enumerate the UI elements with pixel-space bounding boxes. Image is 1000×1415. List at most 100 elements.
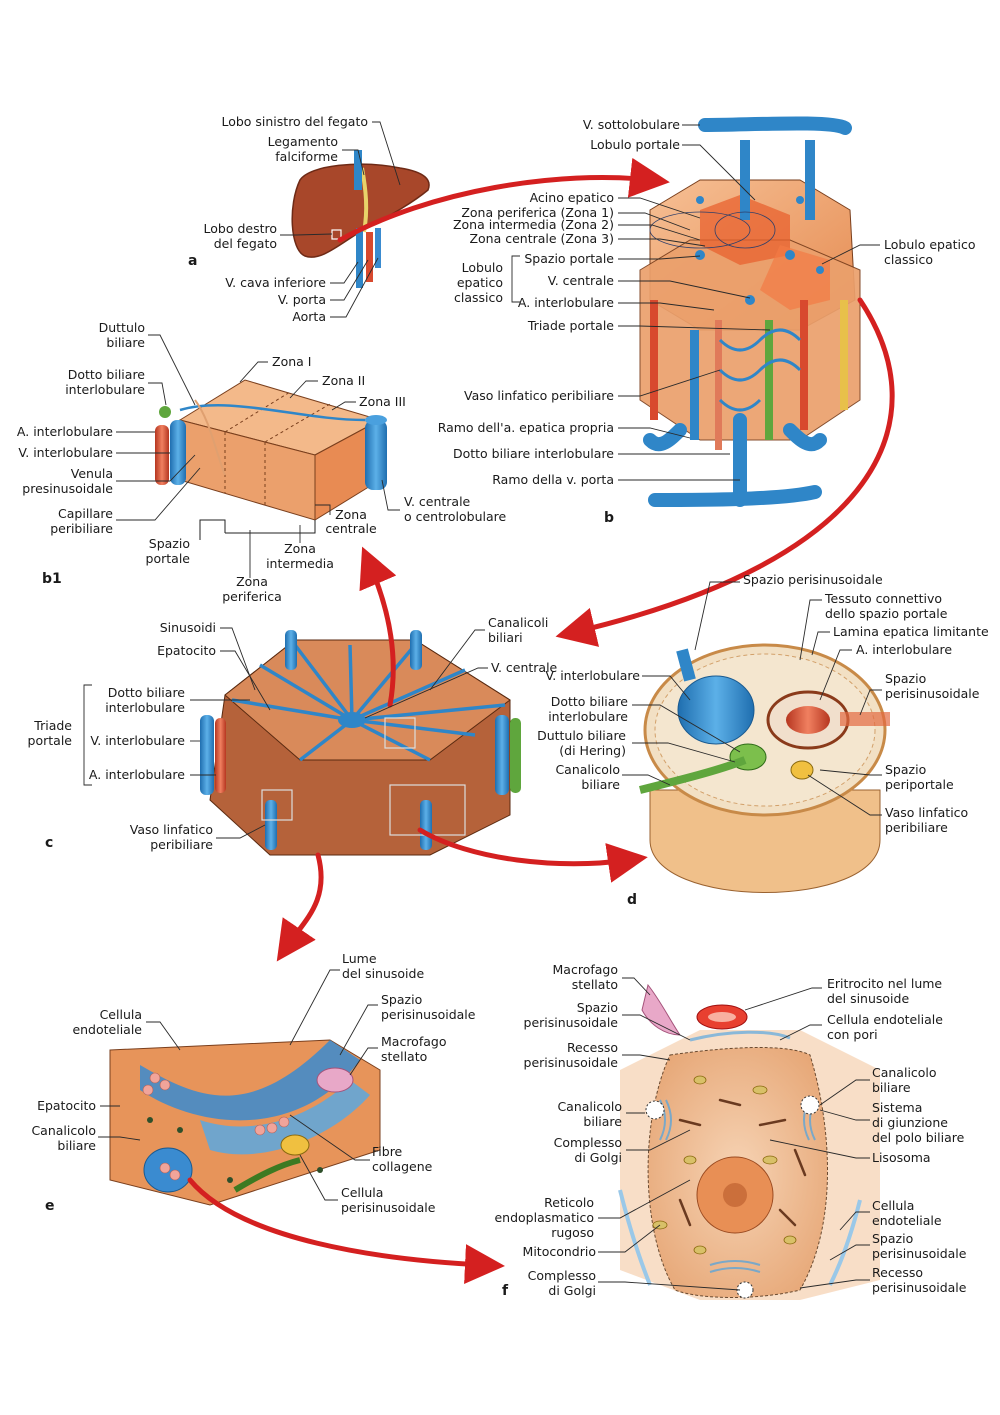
arrow-c-to-d (417, 827, 648, 883)
label-canalicolo-e-1: Canalicolo (31, 1123, 96, 1138)
label-v-centrale-b1-1: V. centrale (404, 494, 471, 509)
aorta-vessel (366, 232, 373, 282)
label-dotto-d-2: interlobulare (548, 709, 628, 724)
connector-arrows (187, 157, 895, 1285)
label-spazio-peri-d-2: perisinusoidale (885, 686, 980, 701)
label-zona-i: Zona I (272, 354, 311, 369)
label-lobulo-classico-2: epatico (457, 275, 503, 290)
label-zona-intermedia-1: Zona (284, 541, 316, 556)
panel-f-hepatocyte (618, 983, 880, 1300)
label-zona-periferica-1: Zona (236, 574, 268, 589)
label-duttulo-d-1: Duttulo biliare (537, 728, 626, 743)
label-v-centrale-c: V. centrale (491, 660, 558, 675)
selection-box-a (331, 229, 342, 240)
panel-b-lobules (639, 116, 861, 507)
label-zona-periferica-2: periferica (222, 589, 281, 604)
label-cava: V. cava inferiore (225, 275, 326, 290)
label-reticolo-3: rugoso (551, 1225, 594, 1240)
label-legamento-2: falciforme (275, 149, 338, 164)
label-dotto-biliare-b: Dotto biliare interlobulare (453, 446, 614, 461)
label-ramo-porta: Ramo della v. porta (492, 472, 614, 487)
portal-vein-vessel (375, 228, 381, 268)
label-sinusoidi: Sinusoidi (160, 620, 216, 635)
label-dotto-b1-2: interlobulare (65, 382, 145, 397)
label-sottolobulare: V. sottolobulare (583, 117, 680, 132)
vena-cava-top (354, 150, 362, 190)
label-endo-pori-2: con pori (827, 1027, 878, 1042)
label-epatocito-e: Epatocito (37, 1098, 96, 1113)
label-legamento-1: Legamento (268, 134, 338, 149)
label-lobulo-epatico-1: Lobulo epatico (884, 237, 976, 252)
label-vaso-d-2: peribiliare (885, 820, 948, 835)
label-lobulo-portale: Lobulo portale (590, 137, 680, 152)
label-v-centrale-b1-2: o centrolobulare (404, 509, 506, 524)
label-spazio-top-f-2: perisinusoidale (524, 1015, 619, 1030)
label-duttulo-d-2: (di Hering) (559, 743, 626, 758)
label-spazio-top-f-1: Spazio (577, 1000, 618, 1015)
label-sistema-2: di giunzione (872, 1115, 948, 1130)
label-aorta: Aorta (292, 309, 326, 324)
label-cellula-endo-f-2: endoteliale (872, 1213, 942, 1228)
label-periportale-1: Spazio (885, 762, 926, 777)
label-tessuto-2: dello spazio portale (825, 606, 948, 621)
label-golgi-bot-1: Complesso (528, 1268, 596, 1283)
label-v-centrale-b: V. centrale (548, 273, 615, 288)
label-recesso-top-2: perisinusoidale (524, 1055, 619, 1070)
arrow-c-to-e (276, 852, 324, 962)
label-golgi-bot-2: di Golgi (548, 1283, 596, 1298)
vena-cava-bottom (356, 228, 363, 288)
label-sistema-1: Sistema (872, 1100, 922, 1115)
label-canalicolo-l-2: biliare (583, 1114, 622, 1129)
label-v-interlobulare-b1: V. interlobulare (18, 445, 113, 460)
arrow-b-to-d (555, 297, 895, 647)
label-vaso-c-2: peribiliare (150, 837, 213, 852)
label-canalicolo-l-1: Canalicolo (557, 1099, 622, 1114)
label-triade-c-1: Triade (33, 718, 72, 733)
label-macrofago-f-2: stellato (572, 977, 618, 992)
label-lobulo-classico-1: Lobulo (462, 260, 503, 275)
label-lume-2: del sinusoide (342, 966, 424, 981)
label-recesso-bot-2: perisinusoidale (872, 1280, 967, 1295)
label-canalicolo-d-1: Canalicolo (555, 762, 620, 777)
label-canalicolo-d-2: biliare (581, 777, 620, 792)
label-zona3: Zona centrale (Zona 3) (469, 231, 614, 246)
label-spazio-e-1: Spazio (381, 992, 422, 1007)
label-reticolo-2: endoplasmatico (494, 1210, 594, 1225)
label-zona-centrale-1: Zona (335, 507, 367, 522)
label-v-interlobulare-c: V. interlobulare (90, 733, 185, 748)
panel-e-sinusoid (109, 1039, 381, 1206)
label-dotto-c-2: interlobulare (105, 700, 185, 715)
panel-label-c: c (45, 835, 53, 851)
label-macrofago-e-2: stellato (381, 1049, 427, 1064)
label-reticolo-1: Reticolo (544, 1195, 594, 1210)
label-eritrocito-2: del sinusoide (827, 991, 909, 1006)
label-vaso-c-1: Vaso linfatico (130, 822, 213, 837)
label-capillare-1: Capillare (58, 506, 113, 521)
label-vaso-d-1: Vaso linfatico (885, 805, 968, 820)
panel-d-portal-space (639, 643, 890, 893)
label-dotto-c-1: Dotto biliare (108, 685, 186, 700)
label-recesso-bot-1: Recesso (872, 1265, 923, 1280)
label-cellula-endo-e-1: Cellula (100, 1007, 142, 1022)
label-a-interlobulare-b1: A. interlobulare (17, 424, 113, 439)
label-spazio-bot-f-2: perisinusoidale (872, 1246, 967, 1261)
label-sistema-3: del polo biliare (872, 1130, 965, 1145)
panel-label-b1: b1 (42, 571, 62, 587)
label-triade-c-2: portale (28, 733, 73, 748)
label-dotto-b1-1: Dotto biliare (68, 367, 146, 382)
panel-b1-block (155, 379, 387, 540)
label-dotto-d-1: Dotto biliare (551, 694, 629, 709)
label-a-interlobulare-d: A. interlobulare (856, 642, 952, 657)
label-fibre-2: collagene (372, 1159, 433, 1174)
panel-label-d: d (627, 892, 637, 908)
panel-label-f: f (502, 1283, 509, 1299)
label-spazio-e-2: perisinusoidale (381, 1007, 476, 1022)
label-lume-1: Lume (342, 951, 377, 966)
label-porta: V. porta (278, 292, 326, 307)
label-cellula-peri-2: perisinusoidale (341, 1200, 436, 1215)
label-v-interlobulare-d: V. interlobulare (545, 668, 640, 683)
label-mitocondrio: Mitocondrio (523, 1244, 596, 1259)
label-spazio-bot-f-1: Spazio (872, 1231, 913, 1246)
label-acino: Acino epatico (530, 190, 614, 205)
